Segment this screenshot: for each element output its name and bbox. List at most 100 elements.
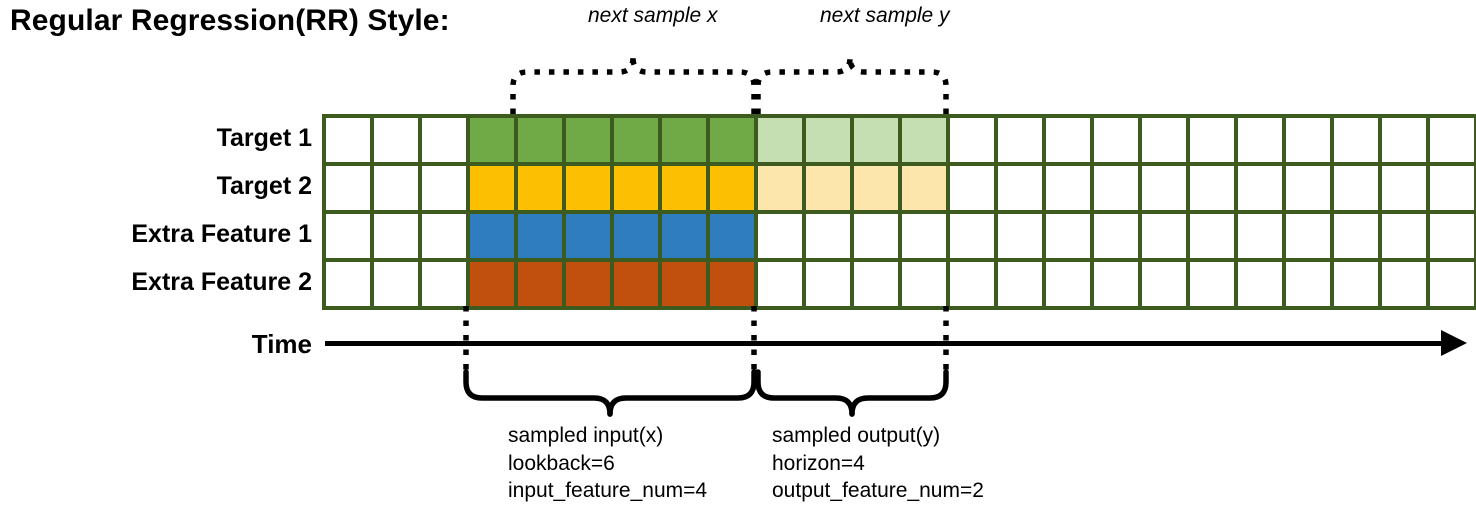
row-label-text: Target 1 [216, 123, 312, 152]
page-title: Regular Regression(RR) Style: [10, 4, 450, 37]
sampled-output-caption-line-1: sampled output(y) [772, 424, 941, 447]
grid-cell [1190, 166, 1234, 210]
grid-cell [1238, 214, 1282, 258]
row-label-text: Extra Feature 1 [131, 219, 312, 248]
grid-cell [854, 166, 898, 210]
grid-cell [566, 262, 610, 306]
grid-cell [1430, 262, 1474, 306]
timeseries-grid [322, 114, 1476, 310]
grid-cell [1190, 214, 1234, 258]
time-axis-label-text: Time [251, 328, 312, 359]
grid-cell [1238, 118, 1282, 162]
grid-cell [566, 214, 610, 258]
grid-cell [374, 262, 418, 306]
sampled-output-caption-line-2: horizon=4 [772, 451, 865, 475]
grid-cell [1382, 166, 1426, 210]
grid-cell [374, 166, 418, 210]
sampled-input-caption-line-2: lookback=6 [508, 451, 615, 475]
grid-cell [662, 166, 706, 210]
grid-cell [1046, 166, 1090, 210]
sampled-output-caption-line-3: output_feature_num=2 [772, 479, 984, 503]
grid-cell [758, 166, 802, 210]
grid-cell [1190, 262, 1234, 306]
grid-cell [470, 214, 514, 258]
grid-cell [710, 214, 754, 258]
row-label-text: Extra Feature 2 [131, 267, 312, 296]
grid-cell [326, 214, 370, 258]
sampled-input-brace [463, 369, 757, 417]
grid-cell [1190, 118, 1234, 162]
row-label-extra-feature-2: Extra Feature 2 [0, 258, 312, 306]
time-axis-label: Time [0, 326, 312, 362]
grid-cell [566, 166, 610, 210]
grid-cell [614, 166, 658, 210]
grid-cell [950, 166, 994, 210]
grid-cell [1334, 214, 1378, 258]
row-label-extra-feature-1: Extra Feature 1 [0, 210, 312, 258]
grid-cell [1094, 118, 1138, 162]
grid-cell [998, 118, 1042, 162]
grid-cell [1334, 262, 1378, 306]
grid-cell [1094, 166, 1138, 210]
grid-cell [1238, 262, 1282, 306]
sampled-input-caption-line-1: sampled input(x) [508, 424, 664, 447]
grid-cell [1430, 166, 1474, 210]
grid-cell [518, 214, 562, 258]
grid-cell [374, 214, 418, 258]
grid-cell [710, 118, 754, 162]
grid-cell [662, 262, 706, 306]
grid-cell [1286, 262, 1330, 306]
grid-cell [326, 262, 370, 306]
grid-cell [1142, 166, 1186, 210]
grid-cell [470, 118, 514, 162]
grid-cell [1430, 118, 1474, 162]
grid-cell [902, 118, 946, 162]
grid-cell [1046, 214, 1090, 258]
next-sample-x-brace [510, 57, 757, 114]
grid-cell [998, 214, 1042, 258]
grid-cell [1382, 214, 1426, 258]
sampled-output-brace [755, 369, 949, 417]
grid-cell [902, 166, 946, 210]
grid-cell [902, 262, 946, 306]
right-arrow-icon [1441, 330, 1467, 356]
sampled-output-caption: sampled output(y) horizon=4 output_featu… [772, 422, 984, 505]
row-label-target-1: Target 1 [0, 114, 312, 162]
grid-cell [806, 118, 850, 162]
grid-cell [614, 214, 658, 258]
grid-cell [758, 214, 802, 258]
grid-cell [854, 262, 898, 306]
grid-cell [902, 214, 946, 258]
grid-cell [422, 214, 466, 258]
grid-cell [518, 118, 562, 162]
grid-cell [1334, 118, 1378, 162]
grid-cell [1094, 214, 1138, 258]
grid-cell [1382, 118, 1426, 162]
grid-cell [326, 118, 370, 162]
grid-cell [422, 118, 466, 162]
grid-cell [950, 118, 994, 162]
grid-cell [806, 262, 850, 306]
row-label-text: Target 2 [216, 171, 312, 200]
grid-cell [1046, 262, 1090, 306]
grid-cell [1286, 214, 1330, 258]
grid-cell [614, 262, 658, 306]
grid-cell [422, 166, 466, 210]
grid-cell [1286, 118, 1330, 162]
grid-cell [806, 214, 850, 258]
grid-cell [1382, 262, 1426, 306]
grid-cell [1094, 262, 1138, 306]
next-sample-y-label: next sample y [820, 4, 950, 27]
grid-cell [758, 118, 802, 162]
sample-boundary-guides [463, 306, 949, 372]
grid-cell [950, 262, 994, 306]
row-label-target-2: Target 2 [0, 162, 312, 210]
grid-cell [470, 166, 514, 210]
sampled-input-caption-line-3: input_feature_num=4 [508, 479, 708, 503]
grid-cell [1142, 262, 1186, 306]
grid-cell [662, 118, 706, 162]
grid-cell [374, 118, 418, 162]
grid-cell [1430, 214, 1474, 258]
grid-cell [422, 262, 466, 306]
